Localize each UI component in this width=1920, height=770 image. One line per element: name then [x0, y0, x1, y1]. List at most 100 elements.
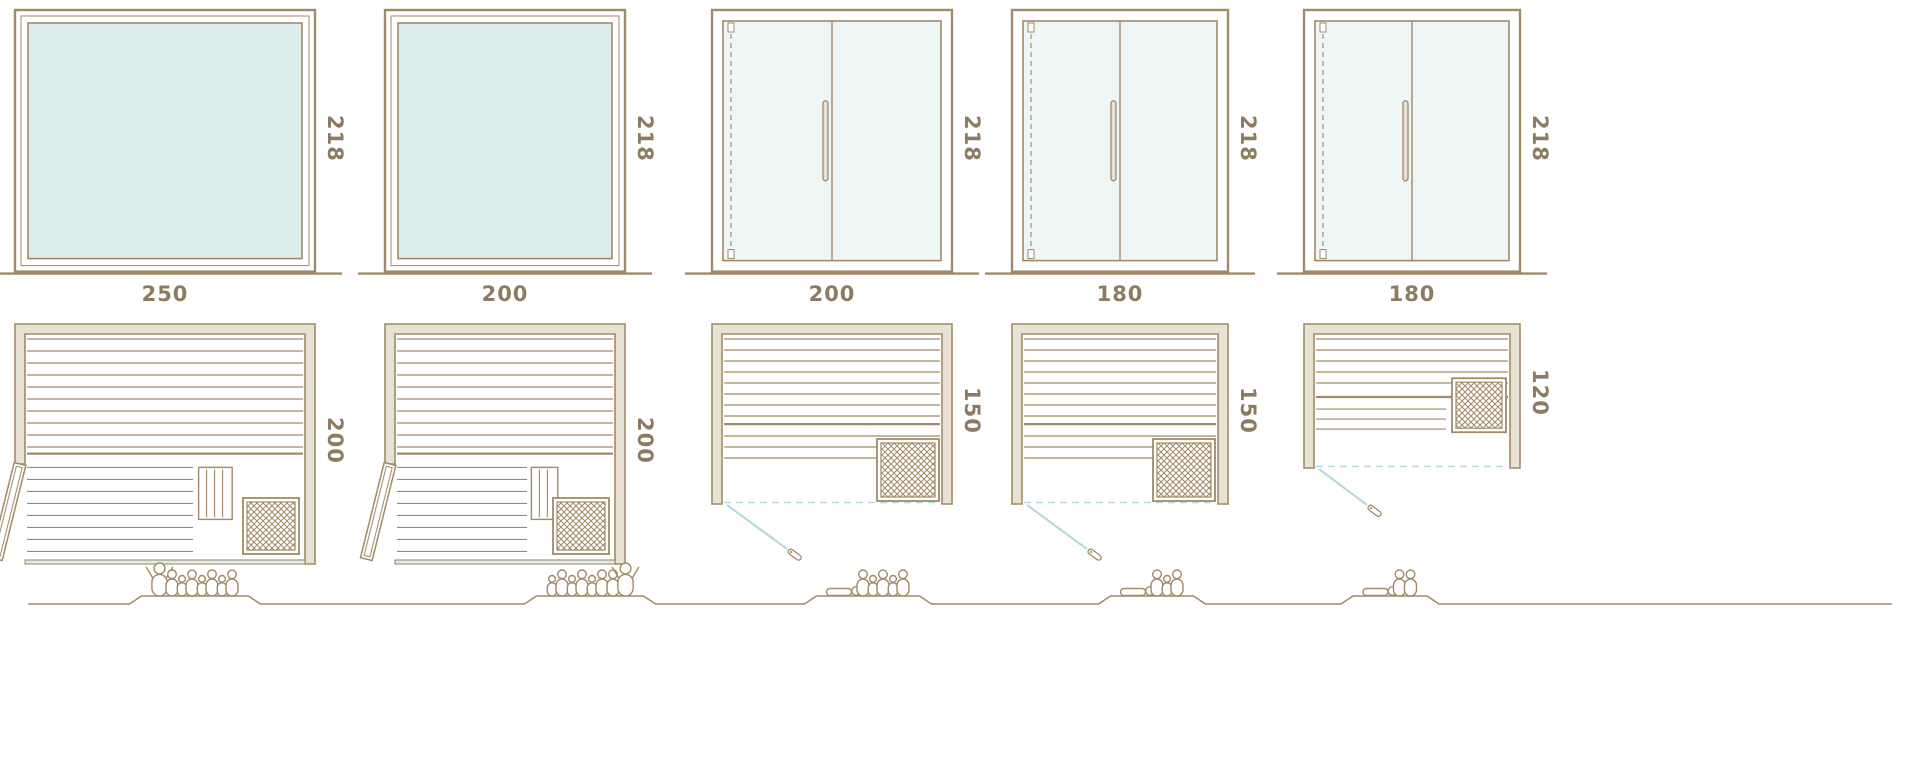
- plan-walls: [1303, 323, 1521, 469]
- door-leaf: [359, 461, 397, 562]
- door-handle: [822, 100, 829, 182]
- glass-panel: [397, 22, 613, 260]
- heater: [1152, 438, 1216, 502]
- person-icon: [1150, 569, 1164, 597]
- depth-dimension-label: 120: [1528, 368, 1552, 416]
- hinge-top: [727, 22, 735, 33]
- plan-walls: [711, 323, 953, 505]
- person-icon: [216, 574, 228, 597]
- person-icon: [876, 569, 890, 597]
- elevation-frame: [358, 8, 652, 275]
- floor-plan: [1011, 323, 1229, 561]
- person-icon: [887, 574, 899, 597]
- person-icon: [1170, 569, 1184, 597]
- elevation-frame: [685, 8, 979, 275]
- depth-dimension-label: 150: [960, 386, 984, 434]
- heater: [552, 497, 610, 555]
- person-icon: [185, 569, 199, 597]
- person-icon: [165, 569, 179, 597]
- person-icon: [555, 569, 569, 597]
- hinge-top: [1027, 22, 1035, 33]
- open-door-glass: [1318, 468, 1368, 506]
- floor-plan: [1303, 323, 1521, 518]
- heater: [1451, 377, 1507, 434]
- door-leaf: [0, 461, 27, 562]
- lying-person-icon: [825, 586, 862, 597]
- door-handle: [1110, 100, 1117, 182]
- person-icon: [856, 569, 870, 597]
- person-icon: [205, 569, 219, 597]
- floor-plan: [0, 323, 316, 565]
- lying-person-icon: [1362, 586, 1398, 597]
- person-icon: [196, 574, 208, 597]
- person-icon: [546, 574, 558, 597]
- person-icon: [1403, 569, 1418, 597]
- person-icon: [611, 562, 640, 597]
- width-dimension-label: 180: [1096, 282, 1144, 306]
- floor-plan-drawing: [711, 323, 953, 561]
- front-elevation-drawing: [985, 8, 1255, 275]
- front-elevation-drawing: [685, 8, 979, 275]
- hinge-bottom: [727, 249, 735, 260]
- width-dimension-label: 200: [808, 282, 856, 306]
- depth-dimension-label: 200: [633, 416, 657, 464]
- width-dimension-label: 200: [481, 282, 529, 306]
- floor-plan-drawing: [1011, 323, 1229, 561]
- lying-person-icon: [1119, 586, 1155, 597]
- hinge-bottom: [1319, 249, 1327, 260]
- person-icon: [896, 569, 910, 597]
- person-icon: [575, 569, 589, 597]
- height-dimension-label: 218: [323, 115, 347, 163]
- door-handle: [1402, 100, 1409, 182]
- floor-plan-drawing: [1303, 323, 1521, 518]
- glass-panel: [27, 22, 303, 260]
- person-icon: [225, 569, 239, 597]
- glass-door-panels: [1314, 20, 1510, 262]
- plan-walls: [384, 323, 626, 565]
- front-elevation-drawing: [1277, 8, 1547, 275]
- person-icon: [595, 569, 609, 597]
- front-elevation-drawing: [358, 8, 652, 275]
- plan-walls: [1011, 323, 1229, 505]
- elevation-frame: [985, 8, 1255, 275]
- depth-dimension-label: 200: [323, 416, 347, 464]
- person-icon: [867, 574, 879, 597]
- person-icon: [586, 574, 598, 597]
- person-icon: [1161, 574, 1173, 597]
- front-elevation-drawing: [0, 8, 342, 275]
- open-door-glass: [726, 504, 788, 550]
- person-icon: [566, 574, 578, 597]
- glass-door-panels: [1022, 20, 1218, 262]
- hinge-top: [1319, 22, 1327, 33]
- floor-plan: [711, 323, 953, 561]
- ground-line: [28, 595, 1892, 605]
- heater: [876, 438, 940, 502]
- elevation-frame: [1277, 8, 1547, 275]
- floor-plan: [359, 323, 626, 565]
- bench-step: [197, 466, 233, 521]
- capacity-group: [1119, 569, 1184, 597]
- person-icon: [176, 574, 188, 597]
- heater: [242, 497, 300, 555]
- height-dimension-label: 218: [1528, 115, 1552, 163]
- capacity-group: [145, 562, 239, 597]
- person-icon: [145, 562, 174, 597]
- width-dimension-label: 250: [141, 282, 189, 306]
- height-dimension-label: 218: [633, 115, 657, 163]
- capacity-group: [1362, 569, 1418, 597]
- capacity-group: [825, 569, 910, 597]
- width-dimension-label: 180: [1388, 282, 1436, 306]
- person-icon: [606, 569, 620, 597]
- depth-dimension-label: 150: [1236, 386, 1260, 434]
- plan-walls: [14, 323, 316, 565]
- glass-door-panels: [722, 20, 942, 262]
- open-door-glass: [1026, 504, 1088, 550]
- elevation-frame: [0, 8, 342, 275]
- capacity-people-row: [28, 562, 1892, 605]
